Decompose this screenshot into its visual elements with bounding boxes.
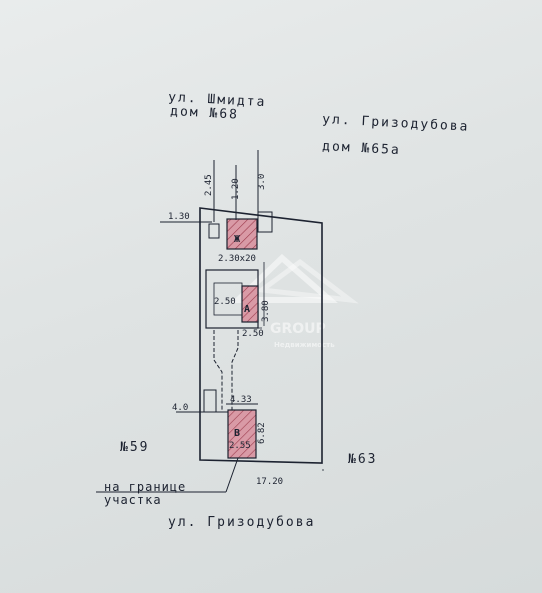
building-upper-label: Ж bbox=[234, 234, 240, 245]
building-upper-shed bbox=[208, 223, 220, 239]
street-top-left-house: дом №68 bbox=[170, 104, 239, 123]
dim-2-55: 2.55 bbox=[229, 441, 251, 451]
plot-boundary bbox=[199, 207, 323, 464]
dim-1-30: 1.30 bbox=[168, 212, 190, 222]
street-top-right-name: ул. Гризодубова bbox=[322, 112, 470, 135]
boundary-note-line2: участка bbox=[104, 493, 162, 507]
dim-1-20-top: 1.20 bbox=[231, 178, 241, 200]
dim-3-0: 3.0 bbox=[257, 174, 267, 190]
dim-2-50-bottom: 2.50 bbox=[242, 329, 264, 339]
watermark-roof-icon bbox=[230, 253, 338, 303]
boundary-note-line1: на границе bbox=[104, 480, 186, 494]
dim-2-30x20: 2.30х20 bbox=[218, 254, 256, 264]
watermark-name: GROUP bbox=[270, 321, 326, 337]
dim-4-33: 4.33 bbox=[230, 395, 252, 405]
building-lower bbox=[227, 409, 257, 459]
watermark: GROUP Недвижимость bbox=[230, 253, 359, 349]
building-main bbox=[241, 285, 259, 323]
path-right bbox=[231, 330, 239, 410]
street-bottom-name: ул. Гризодубова bbox=[168, 515, 315, 530]
building-upper bbox=[226, 218, 258, 250]
dim-4-0: 4.0 bbox=[172, 403, 188, 413]
building-lower-label: В bbox=[234, 428, 240, 439]
building-main-label: А bbox=[244, 304, 250, 315]
dim-3-80: 3.80 bbox=[261, 300, 271, 322]
neighbor-left: №59 bbox=[120, 440, 149, 455]
dim-2-50-main: 2.50 bbox=[214, 297, 236, 307]
watermark-roof2-icon bbox=[255, 258, 359, 304]
street-top-right-house: дом №65а bbox=[322, 139, 401, 158]
street-top-left-name: ул. Шмидта bbox=[168, 90, 267, 110]
dim-2-45: 2.45 bbox=[204, 174, 214, 196]
path-left bbox=[213, 330, 223, 410]
dim-6-82: 6.82 bbox=[257, 422, 267, 444]
neighbor-right: №63 bbox=[348, 452, 377, 467]
watermark-sub: Недвижимость bbox=[274, 341, 335, 349]
dim-17-20: 17.20 bbox=[256, 477, 283, 487]
